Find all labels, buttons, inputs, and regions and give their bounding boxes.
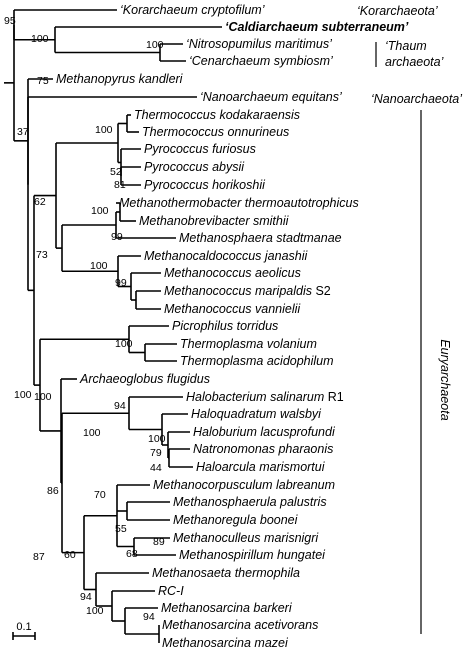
leaf-pyrococcus-furiosus: Pyrococcus furiosus: [144, 142, 256, 156]
leaf-methanococcus-maripaldis: Methanococcus maripaldis S2: [164, 284, 331, 298]
leaf-methanospirillum-hungatei: Methanospirillum hungatei: [179, 548, 326, 562]
leaf-methanosphaera-stadtmanae: Methanosphaera stadtmanae: [179, 231, 342, 245]
leaf-labels: ‘Korarchaeum cryptofilum’ ‘Caldiarchaeum …: [56, 3, 409, 650]
bootstrap-value: 73: [36, 249, 48, 261]
leaf-methanosarcina-barkeri: Methanosarcina barkeri: [161, 601, 293, 615]
leaf-methanosarcina-mazei: Methanosarcina mazei: [162, 636, 289, 650]
leaf-natronomonas-pharaonis: Natronomonas pharaonis: [193, 442, 333, 456]
leaf-methanopyrus-kandleri: Methanopyrus kandleri: [56, 72, 184, 86]
leaf-rc-i: RC-I: [158, 584, 184, 598]
leaf-thermococcus-onnurineus: Thermococcus onnurineus: [142, 125, 289, 139]
leaf-archaeoglobus-flugidus: Archaeoglobus flugidus: [79, 372, 210, 386]
bootstrap-value: 100: [14, 389, 32, 401]
bootstrap-value: 99: [111, 231, 123, 243]
leaf-korarchaeum-cryptofilum: ‘Korarchaeum cryptofilum’: [120, 3, 265, 17]
leaf-thermoplasma-acidophilum: Thermoplasma acidophilum: [180, 354, 334, 368]
bootstrap-value: 62: [34, 196, 46, 208]
bootstrap-value: 87: [33, 551, 45, 563]
leaf-methanosarcina-acetivorans: Methanosarcina acetivorans: [162, 618, 318, 632]
bootstrap-value: 94: [114, 400, 126, 412]
bootstrap-value: 44: [150, 462, 162, 474]
bootstrap-value: 81: [114, 179, 126, 191]
leaf-methanobrevibacter-smithii: Methanobrevibacter smithii: [139, 214, 290, 228]
leaf-haloquadratum-walsbyi: Haloquadratum walsbyi: [191, 407, 322, 421]
bootstrap-value: 100: [31, 33, 49, 45]
bootstrap-value: 94: [143, 611, 155, 623]
group-label-thaumarchaeota-line1: ‘Thaum: [385, 39, 427, 53]
bootstrap-value: 100: [148, 433, 166, 445]
leaf-methanothermobacter-thermoautotrophicus: Methanothermobacter thermoautotrophicus: [119, 196, 359, 210]
bootstrap-value: 100: [146, 39, 164, 51]
leaf-nitrosopumilus-maritimus: ‘Nitrosopumilus maritimus’: [186, 37, 332, 51]
bootstrap-value: 60: [64, 549, 76, 561]
bootstrap-value: 68: [126, 548, 138, 560]
group-label-thaumarchaeota-line2: archaeota’: [385, 55, 444, 69]
bootstrap-value: 100: [115, 338, 133, 350]
bootstrap-value: 100: [90, 260, 108, 272]
leaf-methanococcus-vannielii: Methanococcus vannielii: [164, 302, 301, 316]
bootstrap-value: 100: [91, 205, 109, 217]
leaf-thermoplasma-volanium: Thermoplasma volanium: [180, 337, 317, 351]
tree-branches: [4, 9, 222, 643]
bootstrap-value: 79: [150, 447, 162, 459]
leaf-nanoarchaeum-equitans: ‘Nanoarchaeum equitans’: [200, 90, 342, 104]
scale-bar-label: 0.1: [16, 621, 31, 633]
bootstrap-value: 70: [94, 489, 106, 501]
leaf-pyrococcus-horikoshii: Pyrococcus horikoshii: [144, 178, 266, 192]
leaf-halobacterium-salinarum: Halobacterium salinarum R1: [186, 390, 344, 404]
bootstrap-value: 95: [4, 15, 16, 27]
group-label-korarchaeota: ‘Korarchaeota’: [357, 4, 438, 18]
bootstrap-value: 89: [153, 536, 165, 548]
bootstrap-value: 99: [115, 277, 127, 289]
bootstrap-value: 94: [80, 591, 92, 603]
leaf-haloburium-lacusprofundi: Haloburium lacusprofundi: [193, 425, 336, 439]
leaf-methanoregula-boonei: Methanoregula boonei: [173, 513, 299, 527]
bootstrap-value: 75: [37, 75, 49, 87]
leaf-methanocaldococcus-janashii: Methanocaldococcus janashii: [144, 249, 309, 263]
leaf-caldiarchaeum-subterraneum: ‘Caldiarchaeum subterraneum’: [225, 20, 409, 34]
leaf-methanocorpusculum-labreanum: Methanocorpusculum labreanum: [153, 478, 335, 492]
group-label-euryarchaeota: Euryarchaeota: [438, 339, 452, 420]
leaf-methanosphaerula-palustris: Methanosphaerula palustris: [173, 495, 327, 509]
leaf-cenarchaeum-symbiosm: ‘Cenarchaeum symbiosm’: [189, 54, 333, 68]
bootstrap-value: 86: [47, 485, 59, 497]
leaf-haloarcula-marismortui: Haloarcula marismortui: [196, 460, 326, 474]
leaf-picrophilus-torridus: Picrophilus torridus: [172, 319, 278, 333]
bootstrap-value: 100: [95, 124, 113, 136]
leaf-methanococcus-aeolicus: Methanococcus aeolicus: [164, 266, 301, 280]
bootstrap-value: 100: [86, 605, 104, 617]
bootstrap-value: 100: [83, 427, 101, 439]
bootstrap-value: 100: [34, 391, 52, 403]
leaf-methanoculleus-marisnigri: Methanoculleus marisnigri: [173, 531, 319, 545]
bootstrap-value: 55: [115, 523, 127, 535]
leaf-pyrococcus-abysii: Pyrococcus abysii: [144, 160, 245, 174]
group-label-nanoarchaeota: ‘Nanoarchaeota’: [371, 92, 462, 106]
bootstrap-value: 52: [110, 166, 122, 178]
leaf-methanosaeta-thermophila: Methanosaeta thermophila: [152, 566, 300, 580]
bootstrap-value: 37: [17, 126, 29, 138]
leaf-thermococcus-kodakaraensis: Thermococcus kodakaraensis: [134, 108, 300, 122]
